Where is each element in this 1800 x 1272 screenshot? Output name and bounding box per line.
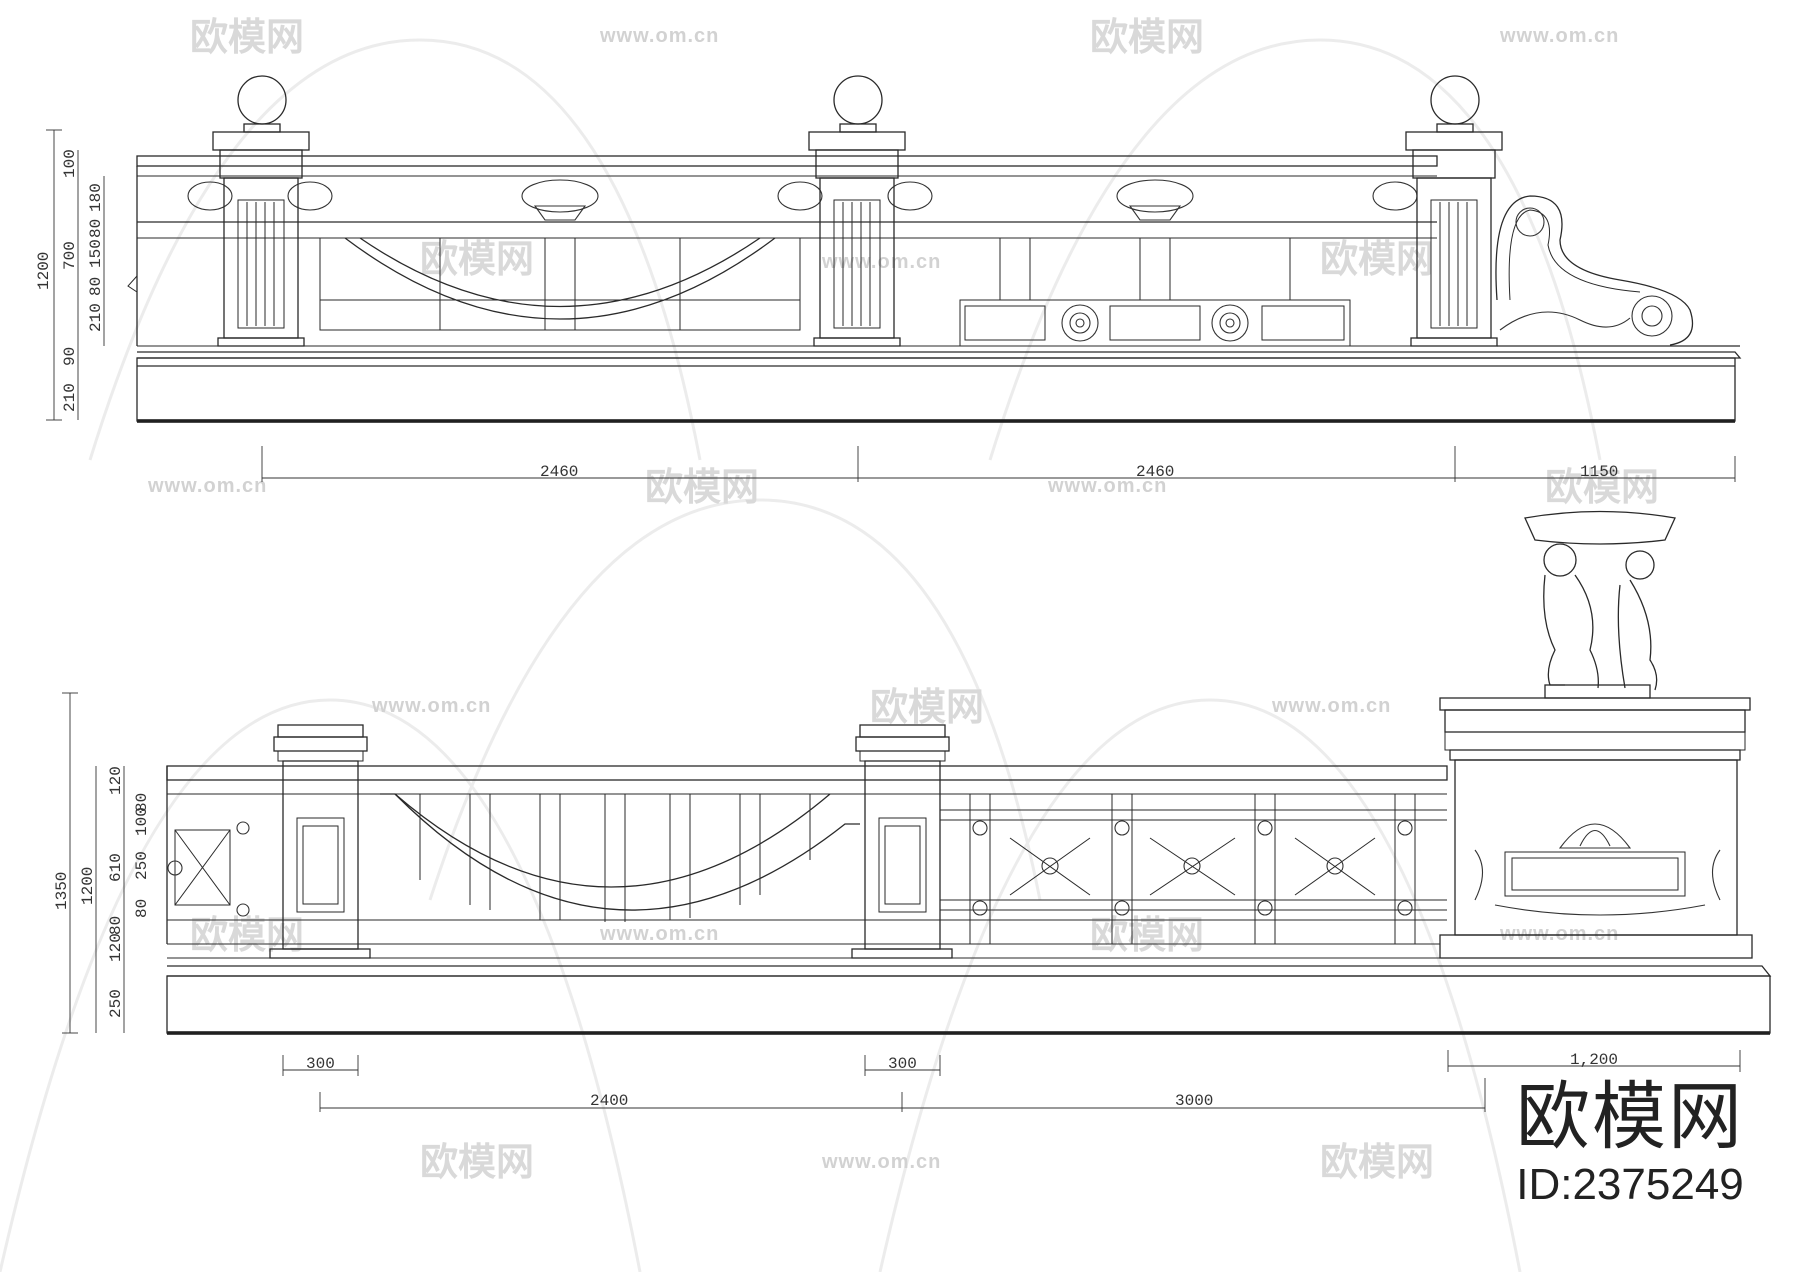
- upper-vertical-dimensions: 1200 100 180 80 150 700 80 210 90 210: [35, 129, 105, 421]
- svg-text:80: 80: [133, 899, 151, 918]
- watermark-cn: 欧模网: [870, 685, 984, 729]
- watermark-url: www.om.cn: [371, 695, 491, 717]
- dim-upper-h1: 2460: [540, 463, 578, 481]
- watermark-url: www.om.cn: [599, 923, 719, 945]
- watermark-cn: 欧模网: [190, 15, 304, 59]
- statue-cherubs: [1524, 510, 1676, 699]
- upper-left-panel: [319, 237, 801, 331]
- watermark-url: www.om.cn: [821, 251, 941, 273]
- upper-horizontal-dimensions: 2460 2460 1150: [261, 446, 1736, 482]
- lower-post-2: [851, 724, 953, 959]
- svg-text:250: 250: [107, 989, 125, 1018]
- svg-text:250: 250: [133, 851, 151, 880]
- lower-left-x-panel: [167, 821, 250, 917]
- dim-upper-h2: 2460: [1136, 463, 1174, 481]
- upper-base-cap: [137, 351, 1742, 359]
- upper-elevation: 1200 100 180 80 150 700 80 210 90 210 24…: [35, 75, 1742, 482]
- upper-post-2: [808, 75, 906, 347]
- svg-text:120: 120: [107, 766, 125, 795]
- brand-block: 欧模网 ID:2375249: [1500, 1080, 1760, 1210]
- lower-elevation: 1350 1200 120 80 100 610 250 80 80 120 2…: [53, 510, 1772, 1112]
- lower-statue-pedestal: [1439, 697, 1753, 959]
- svg-text:1200: 1200: [79, 867, 97, 905]
- upper-post-1: [212, 75, 310, 347]
- watermark-url: www.om.cn: [147, 475, 267, 497]
- lower-arc-panel: [380, 793, 860, 922]
- watermark-url: www.om.cn: [1271, 695, 1391, 717]
- upper-scroll-end: [1495, 195, 1740, 347]
- dim-upper-overall: 1200: [35, 252, 53, 290]
- watermark-arcs: [0, 38, 1602, 1272]
- watermark-cn: 欧模网: [645, 465, 759, 509]
- upper-post-3: [1405, 75, 1503, 347]
- svg-text:610: 610: [107, 853, 125, 882]
- watermarks: 欧模网 www.om.cn 欧模网 www.om.cn 欧模网 www.om.c…: [147, 15, 1659, 1184]
- svg-text:90: 90: [61, 347, 79, 366]
- lower-post-1: [269, 724, 371, 959]
- dim-lower-post1: 300: [306, 1055, 335, 1073]
- watermark-cn: 欧模网: [1545, 465, 1659, 509]
- lower-vertical-dimensions: 1350 1200 120 80 100 610 250 80 80 120 2…: [53, 692, 151, 1034]
- dim-upper-h3: 1150: [1580, 463, 1618, 481]
- watermark-url: www.om.cn: [821, 1151, 941, 1173]
- watermark-cn: 欧模网: [1320, 237, 1434, 281]
- svg-text:80: 80: [107, 916, 125, 935]
- dim-lower-overall: 1350: [53, 872, 71, 910]
- lower-horizontal-dimensions: 300 300 1,200 2400 3000: [282, 1050, 1741, 1112]
- lower-plinth: [166, 975, 1771, 1034]
- svg-text:100: 100: [61, 149, 79, 178]
- medallion-ornament: [1061, 304, 1099, 342]
- watermark-url: www.om.cn: [599, 25, 719, 47]
- lower-handrail: [166, 765, 1448, 781]
- upper-rail-ornaments: [187, 179, 1418, 221]
- dim-lower-pedestal: 1,200: [1570, 1051, 1618, 1069]
- dim-lower-span2: 3000: [1175, 1092, 1213, 1110]
- svg-text:80: 80: [87, 277, 105, 296]
- svg-text:80: 80: [87, 219, 105, 238]
- svg-text:80: 80: [133, 793, 151, 812]
- medallion-ornament: [1211, 304, 1249, 342]
- svg-text:180: 180: [87, 183, 105, 212]
- svg-text:210: 210: [61, 383, 79, 412]
- upper-right-panel: [959, 238, 1351, 347]
- model-id: ID:2375249: [1516, 1160, 1744, 1209]
- upper-handrail: [136, 155, 1438, 167]
- lower-base-cap: [167, 965, 1772, 977]
- dim-lower-span1: 2400: [590, 1092, 628, 1110]
- watermark-url: www.om.cn: [1499, 923, 1619, 945]
- watermark-cn: 欧模网: [1090, 15, 1204, 59]
- watermark-url: www.om.cn: [1047, 475, 1167, 497]
- watermark-cn: 欧模网: [420, 237, 534, 281]
- svg-text:700: 700: [61, 241, 79, 270]
- svg-text:100: 100: [133, 807, 151, 836]
- svg-text:120: 120: [107, 933, 125, 962]
- upper-plinth: [136, 357, 1736, 422]
- watermark-url: www.om.cn: [1499, 25, 1619, 47]
- dim-lower-post2: 300: [888, 1055, 917, 1073]
- lower-lattice-panels: [940, 794, 1447, 944]
- brand-name: 欧模网: [1516, 1074, 1744, 1160]
- svg-text:210: 210: [87, 303, 105, 332]
- watermark-cn: 欧模网: [1320, 1140, 1434, 1184]
- svg-text:150: 150: [87, 239, 105, 268]
- watermark-cn: 欧模网: [420, 1140, 534, 1184]
